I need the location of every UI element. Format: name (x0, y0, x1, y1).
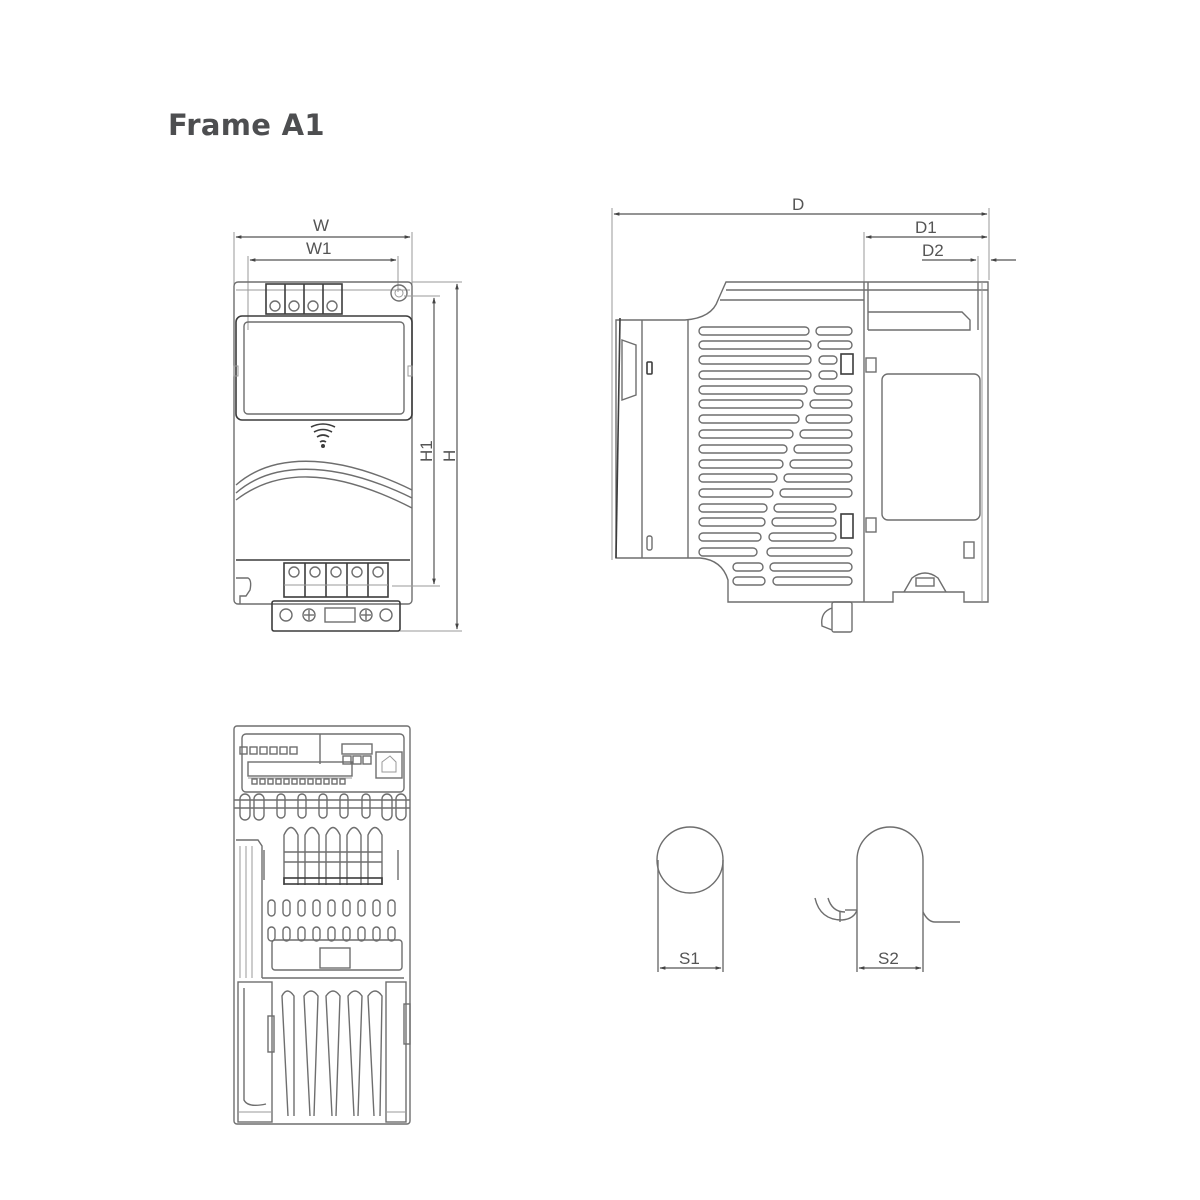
label-h: H (440, 450, 459, 462)
slot-detail-s1: S1 (656, 826, 724, 972)
bottom-vents (267, 899, 396, 942)
mount-hole-icon (390, 284, 408, 302)
heatsink-fins (281, 990, 383, 1117)
side-view: D D1 D2 (611, 195, 1016, 633)
control-terminals (239, 743, 373, 785)
top-terminal-block (265, 283, 343, 315)
wire-clip-row (239, 793, 407, 821)
dimension-d1: D1 (863, 218, 988, 285)
frame-title: Frame A1 (168, 108, 325, 142)
dimension-h1: H1 (392, 295, 440, 587)
dimension-d2: D2 (922, 241, 1016, 285)
label-d: D (792, 195, 804, 214)
ground-terminal-bar (271, 600, 401, 632)
dimension-h: H (400, 281, 462, 632)
front-view: W W1 (233, 216, 462, 632)
rj45-port (375, 751, 403, 779)
label-d2: D2 (922, 241, 944, 260)
label-h1: H1 (417, 440, 436, 462)
label-s2: S2 (878, 949, 899, 968)
bottom-view (233, 725, 411, 1125)
wifi-icon (310, 423, 336, 448)
power-terminals (263, 826, 399, 885)
vent-slots (698, 326, 854, 586)
dimension-w: W (233, 216, 413, 285)
label-area (881, 373, 981, 521)
label-w: W (313, 216, 329, 235)
slot-detail-s2: S2 (814, 826, 960, 972)
keypad-cover (235, 315, 413, 421)
label-d1: D1 (915, 218, 937, 237)
label-w1: W1 (306, 239, 332, 258)
dimension-w1: W1 (247, 239, 399, 330)
label-s1: S1 (679, 949, 700, 968)
dimension-d: D (611, 195, 990, 560)
bottom-terminal-block (283, 562, 389, 598)
